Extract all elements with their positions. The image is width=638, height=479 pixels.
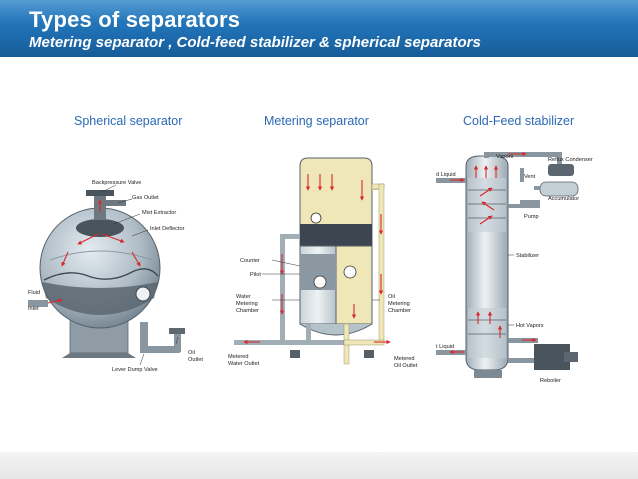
label-lever-dump-valve: Lever Dump Valve (112, 367, 158, 373)
stabilizer-column (465, 155, 509, 378)
slide-subtitle: Metering separator , Cold-feed stabilize… (29, 34, 481, 51)
label-fluid: Fluid (28, 290, 40, 296)
oil-outlet-piping (140, 322, 185, 353)
label-outlet: Outlet (188, 357, 203, 363)
label-gas-outlet: Gas Outlet (132, 195, 159, 201)
sphere-vessel (39, 207, 161, 329)
label-counter: Counter (240, 258, 260, 264)
label-pilot: Pilot (250, 272, 261, 278)
label-inlet: Inlet (28, 306, 39, 312)
caption-metering-separator: Metering separator (264, 114, 369, 128)
caption-cold-feed-stabilizer: Cold-Feed stabilizer (463, 114, 575, 128)
label-water: Water (236, 294, 251, 300)
label-water-metering: Metering (236, 301, 258, 307)
label-oil: Oil (388, 294, 395, 300)
spherical-separator-diagram: Backpressure Valve Gas Outlet Mist Extra… (28, 180, 203, 373)
title-bar: Types of separators Metering separator ,… (0, 0, 638, 57)
reboiler-unit (508, 338, 578, 370)
inlet-piping (28, 300, 48, 307)
spherical-leader-lines (101, 184, 179, 366)
label-backpressure-valve: Backpressure Valve (92, 180, 141, 186)
label-oil: Oil (188, 350, 195, 356)
stabilizer-flow-arrows (449, 151, 537, 355)
label-inlet-deflector: Inlet Deflector (150, 226, 185, 232)
label-metered-water: Metered (228, 354, 249, 360)
caption-spherical-separator: Spherical separator (74, 114, 183, 128)
label-oil-chamber: Chamber (388, 308, 411, 314)
metering-flow-arrows (243, 174, 391, 345)
label-reflux-condenser: Reflux Condenser (548, 157, 593, 163)
label-hot-vapors: Hot Vapors (516, 323, 544, 329)
cold-feed-stabilizer-diagram: Vapors Reflux Condenser d Liquid Vent Ac… (436, 151, 593, 384)
label-metered-oil: Metered (394, 356, 415, 362)
label-water-chamber: Chamber (236, 308, 259, 314)
label-accumulator: Accumulator (548, 196, 579, 202)
label-stabilizer: Stabilizer (516, 253, 539, 259)
label-pump: Pump (524, 214, 539, 220)
label-vapors: Vapors (496, 154, 514, 160)
label-outlet-liquid: t Liquid (436, 344, 454, 350)
stabilizer-leader-lines (508, 254, 514, 326)
metering-outlet-piping (234, 234, 385, 365)
label-water-outlet: Water Outlet (228, 361, 260, 367)
label-vent: Vent (524, 174, 536, 180)
feed-lines (436, 178, 466, 355)
label-feed-liquid: d Liquid (436, 172, 456, 178)
metering-separator-diagram: Counter Pilot Water Metering Chamber Oil… (228, 157, 418, 369)
title-bar-highlight (0, 0, 638, 22)
spherical-flow-arrows (47, 199, 141, 304)
label-reboiler: Reboiler (540, 378, 561, 384)
label-oil-metering: Metering (388, 301, 410, 307)
slide-title: Types of separators (29, 7, 241, 32)
metering-gas-line (371, 183, 385, 345)
slide-footer (0, 452, 638, 479)
upper-separator-vessel (299, 157, 373, 247)
label-mist-extractor: Mist Extractor (142, 210, 176, 216)
metering-leader-lines (262, 259, 380, 301)
label-oil-outlet: Oil Outlet (394, 363, 418, 369)
lower-metering-chambers (299, 245, 373, 336)
